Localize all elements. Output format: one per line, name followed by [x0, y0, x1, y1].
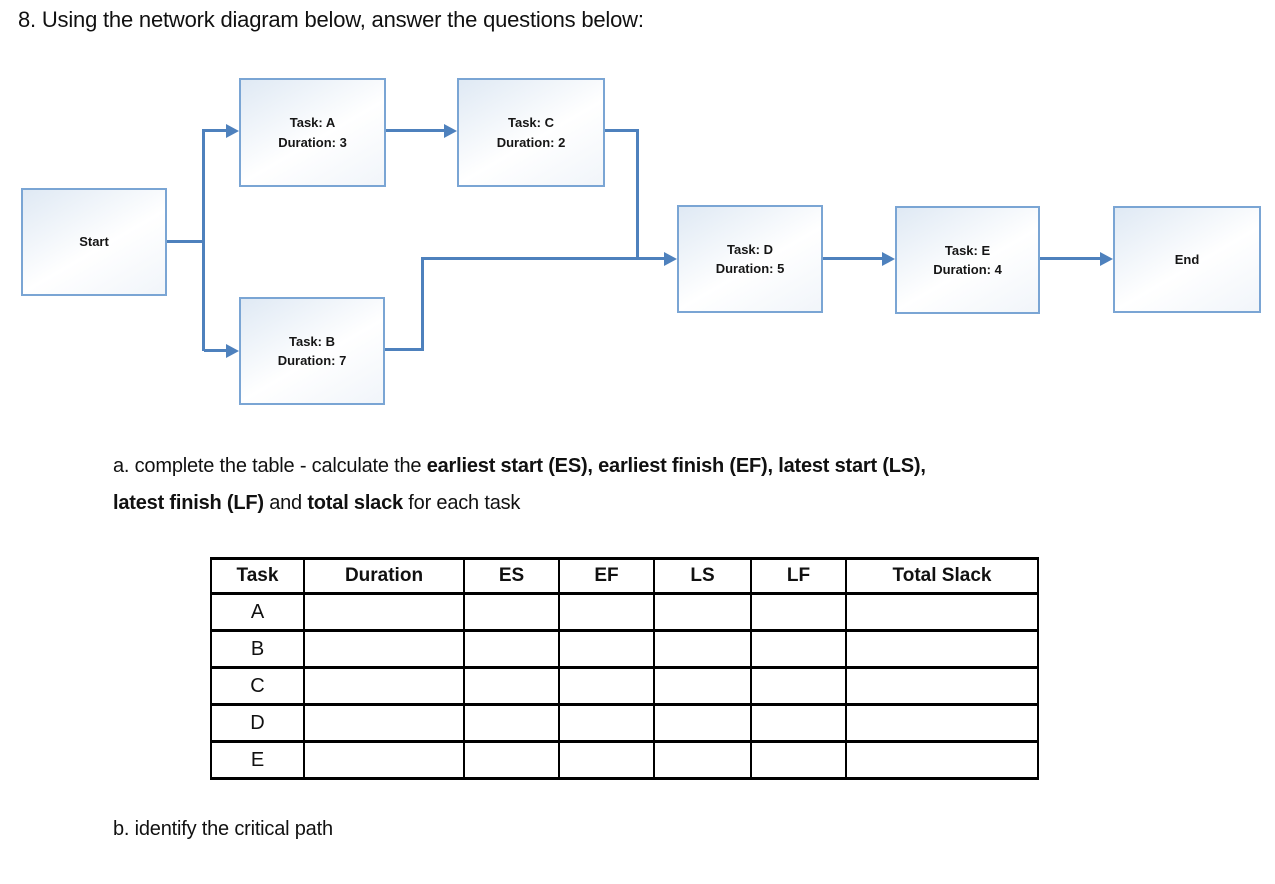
node-task-a: Task: A Duration: 3	[239, 78, 386, 187]
table-row: D	[210, 703, 1039, 743]
node-start: Start	[21, 188, 167, 296]
node-end: End	[1113, 206, 1261, 313]
node-task-b-duration: Duration: 7	[277, 353, 347, 368]
table-row: C	[210, 666, 1039, 706]
connector-b-up	[421, 257, 424, 351]
text-segment: and	[263, 492, 308, 514]
connector-to-task-b	[204, 349, 227, 352]
empty-value-cell	[558, 666, 655, 706]
task-label-cell: A	[210, 592, 305, 632]
node-task-b: Task: B Duration: 7	[239, 297, 385, 405]
node-end-label: End	[1174, 251, 1200, 267]
arrowhead-into-task-b	[226, 344, 239, 358]
empty-value-cell	[558, 703, 655, 743]
empty-value-cell	[558, 629, 655, 669]
table-header-cell: EF	[558, 557, 655, 595]
question-heading: 8. Using the network diagram below, answ…	[18, 7, 644, 32]
empty-value-cell	[845, 666, 1039, 706]
connector-start-out	[167, 240, 204, 243]
connector-e-to-end	[1040, 257, 1101, 260]
empty-value-cell	[558, 740, 655, 780]
empty-value-cell	[750, 629, 847, 669]
node-start-label: Start	[79, 234, 109, 250]
empty-value-cell	[653, 629, 752, 669]
node-task-b-title: Task: B	[289, 333, 335, 349]
empty-value-cell	[750, 740, 847, 780]
empty-value-cell	[653, 666, 752, 706]
arrowhead-into-task-a	[226, 124, 239, 138]
node-task-d-duration: Duration: 5	[715, 261, 785, 276]
empty-value-cell	[463, 592, 560, 632]
empty-value-cell	[303, 666, 465, 706]
text-segment: total slack	[307, 492, 403, 514]
empty-value-cell	[845, 629, 1039, 669]
empty-value-cell	[750, 703, 847, 743]
node-task-a-duration: Duration: 3	[278, 134, 347, 150]
connector-c-out	[605, 129, 639, 132]
task-label-cell: C	[210, 666, 305, 706]
empty-value-cell	[750, 666, 847, 706]
table-row: E	[210, 740, 1039, 780]
connector-c-down	[636, 129, 639, 260]
connector-to-task-a	[204, 129, 227, 132]
table-row: A	[210, 592, 1039, 632]
empty-value-cell	[653, 703, 752, 743]
task-label-cell: B	[210, 629, 305, 669]
node-task-c-duration: Duration: 2	[496, 134, 566, 150]
text-segment: a. complete the table - calculate the	[113, 455, 427, 477]
connector-merge-to-d	[421, 257, 665, 260]
empty-value-cell	[463, 629, 560, 669]
text-segment: earliest start (ES), earliest finish (EF…	[426, 455, 926, 477]
node-task-d: Task: D Duration: 5	[677, 205, 823, 313]
empty-value-cell	[303, 592, 465, 632]
empty-value-cell	[463, 666, 560, 706]
arrowhead-into-task-d	[664, 252, 677, 266]
text-segment: latest finish (LF)	[113, 492, 264, 514]
empty-value-cell	[463, 703, 560, 743]
connector-start-split	[202, 129, 205, 351]
connector-a-to-c	[386, 129, 445, 132]
table-header-cell: Task	[210, 557, 305, 595]
empty-value-cell	[653, 740, 752, 780]
node-task-c: Task: C Duration: 2	[457, 78, 605, 187]
text-segment: for each task	[402, 492, 521, 514]
empty-value-cell	[653, 592, 752, 632]
empty-value-cell	[303, 740, 465, 780]
empty-value-cell	[303, 629, 465, 669]
node-task-a-title: Task: A	[289, 115, 336, 130]
arrowhead-into-task-c	[444, 124, 457, 138]
connector-b-out	[385, 348, 424, 351]
arrowhead-into-task-e	[882, 252, 895, 266]
arrowhead-into-end	[1100, 252, 1113, 266]
empty-value-cell	[463, 740, 560, 780]
connector-d-to-e	[823, 257, 883, 260]
empty-value-cell	[845, 740, 1039, 780]
question-b-text: b. identify the critical path	[113, 818, 333, 840]
node-task-e: Task: E Duration: 4	[895, 206, 1040, 314]
table-header-cell: LF	[750, 557, 847, 595]
node-task-d-title: Task: D	[727, 241, 773, 257]
node-task-e-title: Task: E	[944, 242, 991, 258]
table-header-cell: ES	[463, 557, 560, 595]
table-row: B	[210, 629, 1039, 669]
task-label-cell: E	[210, 740, 305, 780]
empty-value-cell	[303, 703, 465, 743]
network-diagram: Start Task: A Duration: 3 Task: C Durati…	[0, 0, 1275, 430]
empty-value-cell	[558, 592, 655, 632]
task-label-cell: D	[210, 703, 305, 743]
table-header-cell: LS	[653, 557, 752, 595]
question-a-text: a. complete the table - calculate the ea…	[113, 448, 1273, 522]
table-header-cell: Duration	[303, 557, 465, 595]
node-task-c-title: Task: C	[508, 115, 554, 130]
table-header-cell: Total Slack	[845, 557, 1039, 595]
empty-value-cell	[750, 592, 847, 632]
node-task-e-duration: Duration: 4	[933, 262, 1002, 277]
empty-value-cell	[845, 703, 1039, 743]
empty-value-cell	[845, 592, 1039, 632]
